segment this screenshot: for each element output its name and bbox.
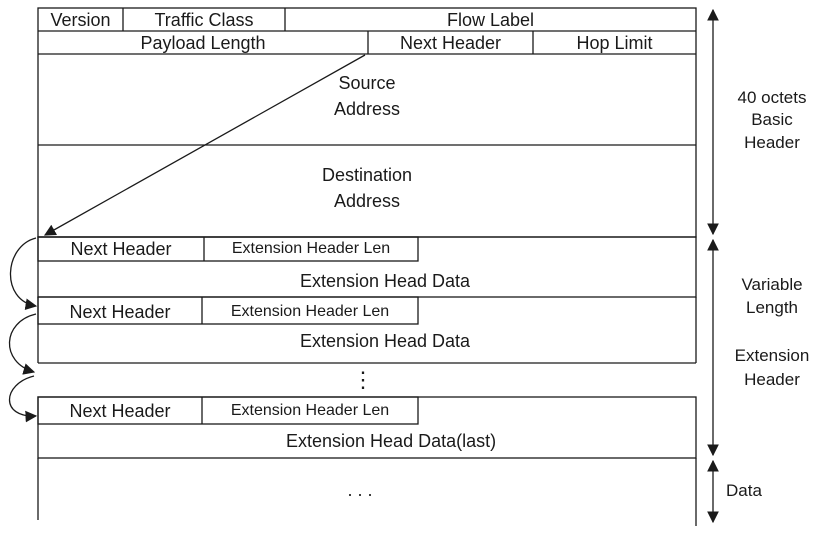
ext1-next-header: Next Header: [70, 239, 172, 259]
ext1-head-data: Extension Head Data: [299, 271, 471, 291]
extension-label-line2: Length: [746, 298, 798, 317]
ext2-len-box: [37, 296, 419, 325]
vertical-ellipsis: ⋮: [352, 367, 374, 392]
destination-address-line2: Address: [333, 191, 401, 211]
extension-label-line1: Variable: [741, 275, 803, 294]
basic-header-label-line3: Header: [744, 133, 800, 152]
payload-length-field: Payload Length: [140, 32, 266, 53]
chain-arrow-1: [9, 237, 38, 311]
ext3-head-data: Extension Head Data(last): [286, 431, 497, 451]
basic-header-label-line2: Basic: [751, 110, 793, 129]
next-header-pointer-arrow: [43, 54, 366, 236]
data-label: Data: [726, 481, 762, 500]
basic-header-label-line1: 40 octets: [737, 88, 807, 107]
destination-address-line1: Destination: [321, 165, 413, 185]
ext2-header-len: Extension Header Len: [230, 302, 390, 320]
next-header-field: Next Header: [399, 32, 502, 53]
extension-label-line4: Header: [744, 370, 800, 389]
version-field: Version: [50, 9, 111, 30]
ext3-len-box: [37, 396, 419, 425]
hop-limit-field: Hop Limit: [576, 32, 653, 53]
ext2-next-header: Next Header: [69, 301, 171, 322]
ext3-next-header: Next Header: [69, 400, 171, 421]
ext1-header-len: Extension Header Len: [231, 240, 391, 257]
flow-label-field: Flow Label: [446, 9, 535, 30]
chain-arrow-3: [9, 375, 38, 423]
source-address-line2: Address: [333, 99, 401, 119]
traffic-class-field: Traffic Class: [154, 9, 254, 30]
chain-arrow-2: [8, 313, 37, 375]
ext2-head-data: Extension Head Data: [299, 331, 471, 351]
data-ellipsis: . . .: [347, 480, 373, 500]
ext1-len-box: [37, 236, 419, 262]
extension-label-line3: Extension: [734, 346, 810, 365]
ext3-header-len: Extension Header Len: [230, 401, 390, 419]
source-address-line1: Source: [338, 73, 396, 93]
